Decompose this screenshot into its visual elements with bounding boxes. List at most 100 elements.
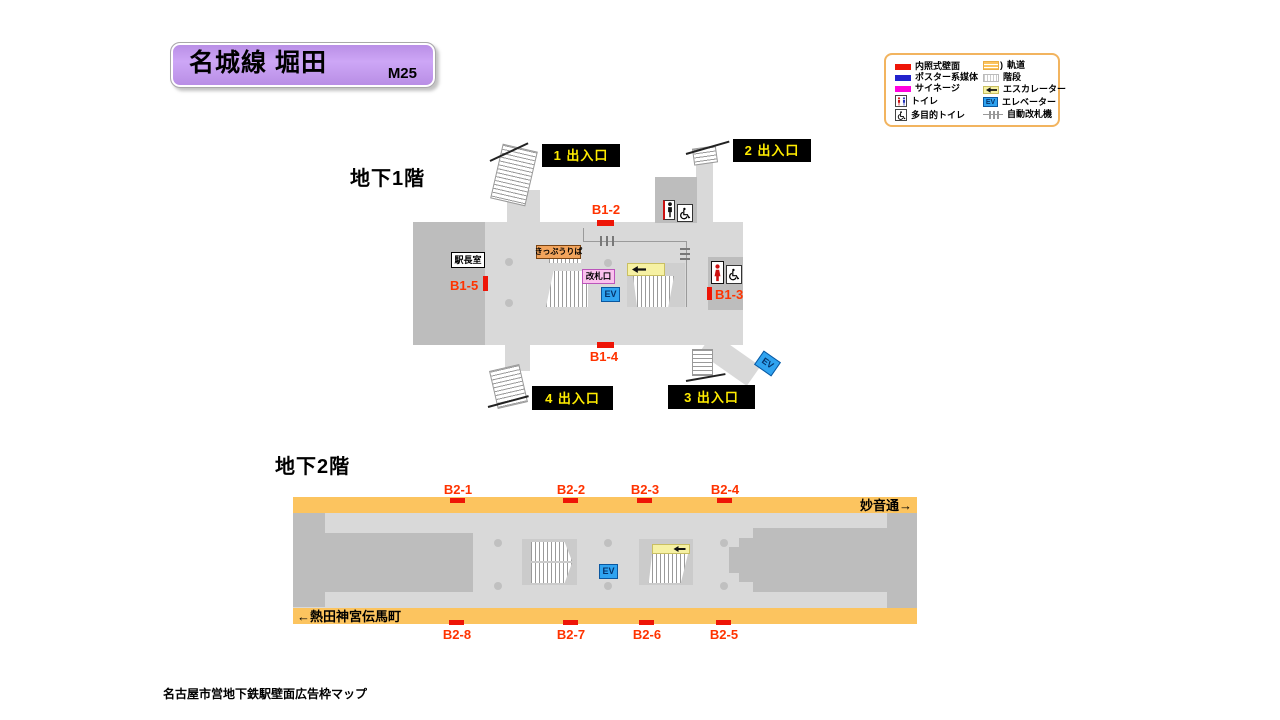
pillar xyxy=(505,258,513,266)
ad-spot-label-b2-1: B2-1 xyxy=(443,482,473,497)
ad-spot-bar-b2-1 xyxy=(450,498,465,503)
pillar xyxy=(604,539,612,547)
b2-escalator-stairs xyxy=(648,554,688,583)
legend-item-stairs: 階段 xyxy=(983,73,1021,82)
legend-item-poster: ポスター系媒体 xyxy=(895,73,978,82)
b2-east-room-step xyxy=(729,547,739,573)
ad-spot-label-b1-5: B1-5 xyxy=(450,278,479,293)
b2-east-room-block xyxy=(753,528,887,592)
legend-label: 階段 xyxy=(1003,72,1022,82)
ad-spot-label-b2-4: B2-4 xyxy=(710,482,740,497)
b1-escalator-stairs xyxy=(633,276,674,307)
ad-spot-bar-b1-4 xyxy=(597,342,614,348)
b1-escalator xyxy=(627,263,665,276)
station-header-plate: 名城線 堀田 M25 xyxy=(170,42,436,88)
ad-spot-label-b2-5: B2-5 xyxy=(709,627,739,642)
legend-label: エレベーター xyxy=(1002,96,1057,107)
b1-paid-area-line xyxy=(686,241,687,307)
b2-floor-title: 地下2階 xyxy=(275,456,351,478)
legend-label: ポスター系媒体 xyxy=(915,72,979,82)
b1-paid-area-line xyxy=(583,241,687,242)
station-code: M25 xyxy=(387,65,417,82)
escalator-swatch xyxy=(983,85,999,94)
legend-label: サイネージ xyxy=(915,83,960,93)
exit3-label: 3 出入口 xyxy=(668,385,755,409)
b2-east-wall-block xyxy=(887,513,917,608)
legend-item-ticket-gate-machine: 自動改札機 xyxy=(983,110,1052,119)
ad-spot-bar-b1-5 xyxy=(483,276,488,291)
b2-stairs-lower-flight xyxy=(531,563,572,583)
legend-label: 軌道 xyxy=(1007,60,1026,70)
ad-spot-label-b2-6: B2-6 xyxy=(632,627,662,642)
pillar xyxy=(720,582,728,590)
b2-escalator xyxy=(652,544,690,554)
b1-ticket-gate-machine-icon xyxy=(600,236,602,246)
ad-spot-label-b2-7: B2-7 xyxy=(556,627,586,642)
legend-item-toilet: トイレ xyxy=(895,95,938,107)
ad-spot-label-b1-2: B1-2 xyxy=(591,202,621,217)
pillar xyxy=(720,539,728,547)
ad-spot-bar-b2-6 xyxy=(639,620,654,625)
ad-spot-label-b1-4: B1-4 xyxy=(589,349,619,364)
b1-exit3-elevator: EV xyxy=(754,350,781,377)
legend-label: 内照式壁面 xyxy=(915,61,961,71)
direction-north-label: 妙音通→ xyxy=(860,498,913,513)
legend-item-track: ) 軌道 xyxy=(983,61,1025,70)
legend-label: 自動改札機 xyxy=(1007,109,1053,119)
ad-spot-bar-b1-3 xyxy=(707,287,712,300)
b2-elevator: EV xyxy=(599,564,618,579)
pillar xyxy=(494,582,502,590)
wall-lit-swatch xyxy=(895,63,911,70)
b1-station-office-block xyxy=(413,222,485,345)
legend: 内照式壁面 ポスター系媒体 サイネージ トイレ 多目的トイレ ) xyxy=(884,53,1066,127)
pillar xyxy=(604,582,612,590)
legend-item-signage: サイネージ xyxy=(895,84,960,93)
wheelchair-toilet-icon xyxy=(677,204,693,222)
b1-central-stairs-lower xyxy=(546,271,588,307)
b2-west-room-block xyxy=(325,533,473,592)
ad-spot-bar-b2-7 xyxy=(563,620,578,625)
ad-spot-label-b2-3: B2-3 xyxy=(630,482,660,497)
ad-spot-bar-b2-5 xyxy=(716,620,731,625)
legend-item-wall-lit: 内照式壁面 xyxy=(895,62,960,71)
legend-label: エスカレーター xyxy=(1003,84,1067,94)
track-paren: ) xyxy=(1000,60,1003,70)
ad-spot-bar-b2-2 xyxy=(563,498,578,503)
legend-item-elevator: EV エレベーター xyxy=(983,97,1056,107)
b1-ticket-gate-machine-icon xyxy=(612,236,614,246)
b2-track-north xyxy=(293,497,917,513)
b1-exit2-corridor xyxy=(696,161,713,224)
exit4-label: 4 出入口 xyxy=(532,386,613,410)
legend-item-multi-toilet: 多目的トイレ xyxy=(895,109,965,121)
signage-swatch xyxy=(895,85,911,92)
pillar xyxy=(494,539,502,547)
wheelchair-icon xyxy=(895,109,907,121)
escalator-arrow-icon xyxy=(673,546,686,552)
b1-ticket-gate-machine-icon xyxy=(680,253,690,255)
pillar xyxy=(604,259,612,267)
legend-label: トイレ xyxy=(911,95,939,106)
ad-spot-label-b2-2: B2-2 xyxy=(556,482,586,497)
b2-stairs-upper-flight xyxy=(531,542,572,561)
escalator-arrow-icon xyxy=(632,266,646,273)
stairs-swatch xyxy=(983,73,999,82)
womens-toilet-icon xyxy=(711,261,724,284)
b1-ticket-gate-machine-icon xyxy=(680,258,690,260)
exit1-label: 1 出入口 xyxy=(542,144,620,167)
wheelchair-toilet-icon xyxy=(726,265,742,284)
track-swatch xyxy=(983,61,999,70)
ticket-office-box: きっぷうりば xyxy=(535,245,582,259)
ad-spot-bar-b2-4 xyxy=(717,498,732,503)
line-station-title: 名城線 堀田 xyxy=(189,49,327,77)
direction-south-label: ←熱田神宮伝馬町 xyxy=(297,609,402,624)
elevator-swatch: EV xyxy=(983,97,998,107)
b2-east-room-step xyxy=(739,538,753,582)
ad-spot-bar-b1-2 xyxy=(597,220,614,226)
ad-spot-label-b1-3: B1-3 xyxy=(715,287,744,302)
b1-floor-title: 地下1階 xyxy=(350,168,426,190)
b1-exit3-stairs xyxy=(692,349,713,376)
b2-west-wall-block xyxy=(293,513,325,607)
b1-paid-area-line xyxy=(583,228,584,242)
ticket-gate-box: 改札口 xyxy=(582,269,615,284)
